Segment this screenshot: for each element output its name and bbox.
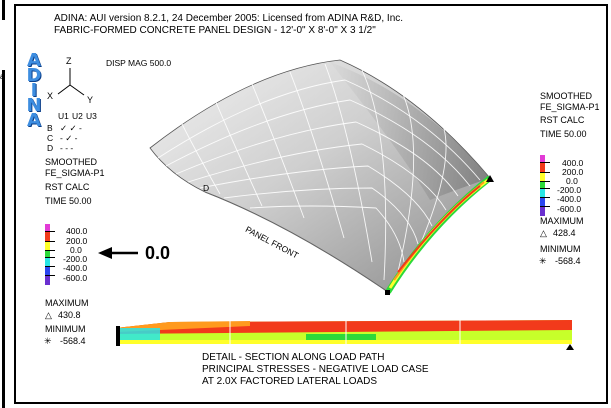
edge-mark: a <box>0 72 5 81</box>
right-legend-tick-400: 400.0 <box>562 158 584 168</box>
detail-line-3: AT 2.0X FACTORED LATERAL LOADS <box>202 376 378 387</box>
zero-callout-arrow-icon <box>98 247 138 259</box>
left-min-value: -568.4 <box>60 336 86 346</box>
left-calc-label: RST CALC <box>45 182 90 192</box>
bc-row-b-label: B <box>47 123 53 133</box>
left-legend-tick-200: 200.0 <box>66 236 88 246</box>
right-legend-tick-0: 0.0 <box>566 176 578 186</box>
right-min-value: -568.4 <box>555 256 581 266</box>
left-legend-tick-neg200: -200.0 <box>63 254 88 264</box>
right-min-star-icon: ✳ <box>539 256 547 266</box>
left-legend-tick-neg600: -600.0 <box>63 273 88 283</box>
left-legend-tick-neg400: -400.0 <box>63 263 88 273</box>
plot-frame <box>14 4 608 404</box>
left-field-label: FE_SIGMA-P1 <box>45 168 105 178</box>
right-color-legend: 400.0 200.0 0.0 -200.0 -400.0 -600.0 <box>540 155 600 221</box>
left-max-triangle-icon: △ <box>45 310 52 320</box>
bc-header-u1: U1 <box>58 111 69 121</box>
right-max-label: MAXIMUM <box>540 216 584 226</box>
left-min-label: MINIMUM <box>45 324 86 334</box>
disp-mag-label: DISP MAG 500.0 <box>106 58 172 68</box>
header-version-line: ADINA: AUI version 8.2.1, 24 December 20… <box>54 13 404 24</box>
axis-y-label: Y <box>87 95 94 105</box>
adina-logo: A D I N A <box>26 50 42 131</box>
header-title-line: FABRIC-FORMED CONCRETE PANEL DESIGN - 12… <box>54 25 376 36</box>
right-legend-tick-neg600: -600.0 <box>557 204 582 214</box>
left-max-label: MAXIMUM <box>45 298 89 308</box>
bc-row-c-marks: - ✓ - <box>60 133 78 143</box>
left-legend-tick-400: 400.0 <box>66 226 88 236</box>
detail-line-1: DETAIL - SECTION ALONG LOAD PATH <box>202 352 385 363</box>
zero-callout-label: 0.0 <box>145 243 171 263</box>
axis-x-label: X <box>47 91 54 101</box>
node-d-label: D <box>203 183 210 193</box>
left-time-label: TIME 50.00 <box>45 196 92 206</box>
bc-header-u3: U3 <box>86 111 97 121</box>
bc-header-u2: U2 <box>72 111 83 121</box>
right-max-value: 428.4 <box>553 228 576 238</box>
bc-row-b-marks: ✓ ✓ - <box>60 123 82 133</box>
bc-row-d-label: D <box>47 143 54 153</box>
left-edge-bar: a <box>0 0 8 408</box>
left-smoothed-label: SMOOTHED <box>45 157 98 167</box>
detail-line-2: PRINCIPAL STRESSES - NEGATIVE LOAD CASE <box>202 364 429 375</box>
left-color-legend: 400.0 200.0 0.0 -200.0 -400.0 -600.0 <box>45 224 105 290</box>
left-legend-tick-0: 0.0 <box>70 245 82 255</box>
right-legend-tick-200: 200.0 <box>562 167 584 177</box>
bc-row-d-marks: - - - <box>60 143 74 153</box>
bc-row-c-label: C <box>47 133 54 143</box>
left-min-star-icon: ✳ <box>44 336 52 346</box>
right-calc-label: RST CALC <box>540 115 585 125</box>
right-min-label: MINIMUM <box>540 244 581 254</box>
right-max-triangle-icon: △ <box>540 228 547 238</box>
right-time-label: TIME 50.00 <box>540 129 587 139</box>
left-max-value: 430.8 <box>58 310 81 320</box>
right-legend-tick-neg200: -200.0 <box>557 185 582 195</box>
right-field-label: FE_SIGMA-P1 <box>540 102 600 112</box>
axis-z-label: Z <box>66 56 72 66</box>
right-legend-tick-neg400: -400.0 <box>557 194 582 204</box>
right-smoothed-label: SMOOTHED <box>540 91 593 101</box>
